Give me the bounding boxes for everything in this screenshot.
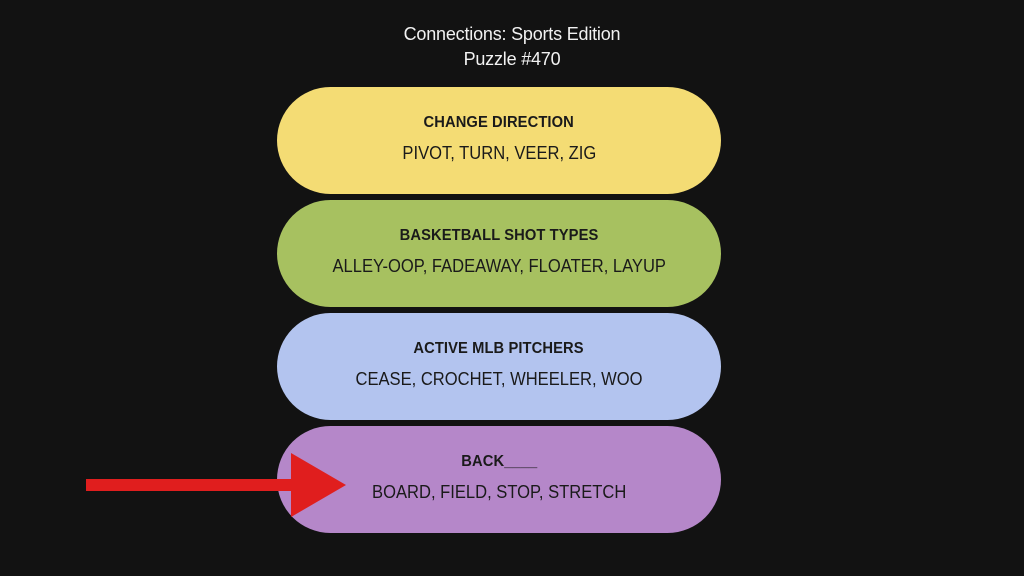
group-blue: ACTIVE MLB PITCHERS CEASE, CROCHET, WHEE… xyxy=(277,313,721,420)
group-title: ACTIVE MLB PITCHERS xyxy=(413,339,585,357)
group-members: CEASE, CROCHET, WHEELER, WOO xyxy=(355,368,643,389)
header: Connections: Sports Edition Puzzle #470 xyxy=(0,22,1024,72)
group-yellow: CHANGE DIRECTION PIVOT, TURN, VEER, ZIG xyxy=(277,87,721,194)
puzzle-number: Puzzle #470 xyxy=(463,49,561,69)
group-title: BACK____ xyxy=(460,452,538,470)
group-members: BOARD, FIELD, STOP, STRETCH xyxy=(371,481,627,502)
group-members: PIVOT, TURN, VEER, ZIG xyxy=(402,142,596,163)
solved-groups: CHANGE DIRECTION PIVOT, TURN, VEER, ZIG … xyxy=(277,87,721,539)
group-members: ALLEY-OOP, FADEAWAY, FLOATER, LAYUP xyxy=(332,255,666,276)
group-title: BASKETBALL SHOT TYPES xyxy=(399,226,599,244)
group-green: BASKETBALL SHOT TYPES ALLEY-OOP, FADEAWA… xyxy=(277,200,721,307)
game-title: Connections: Sports Edition xyxy=(403,24,621,44)
group-purple: BACK____ BOARD, FIELD, STOP, STRETCH xyxy=(277,426,721,533)
group-title: CHANGE DIRECTION xyxy=(423,113,575,131)
